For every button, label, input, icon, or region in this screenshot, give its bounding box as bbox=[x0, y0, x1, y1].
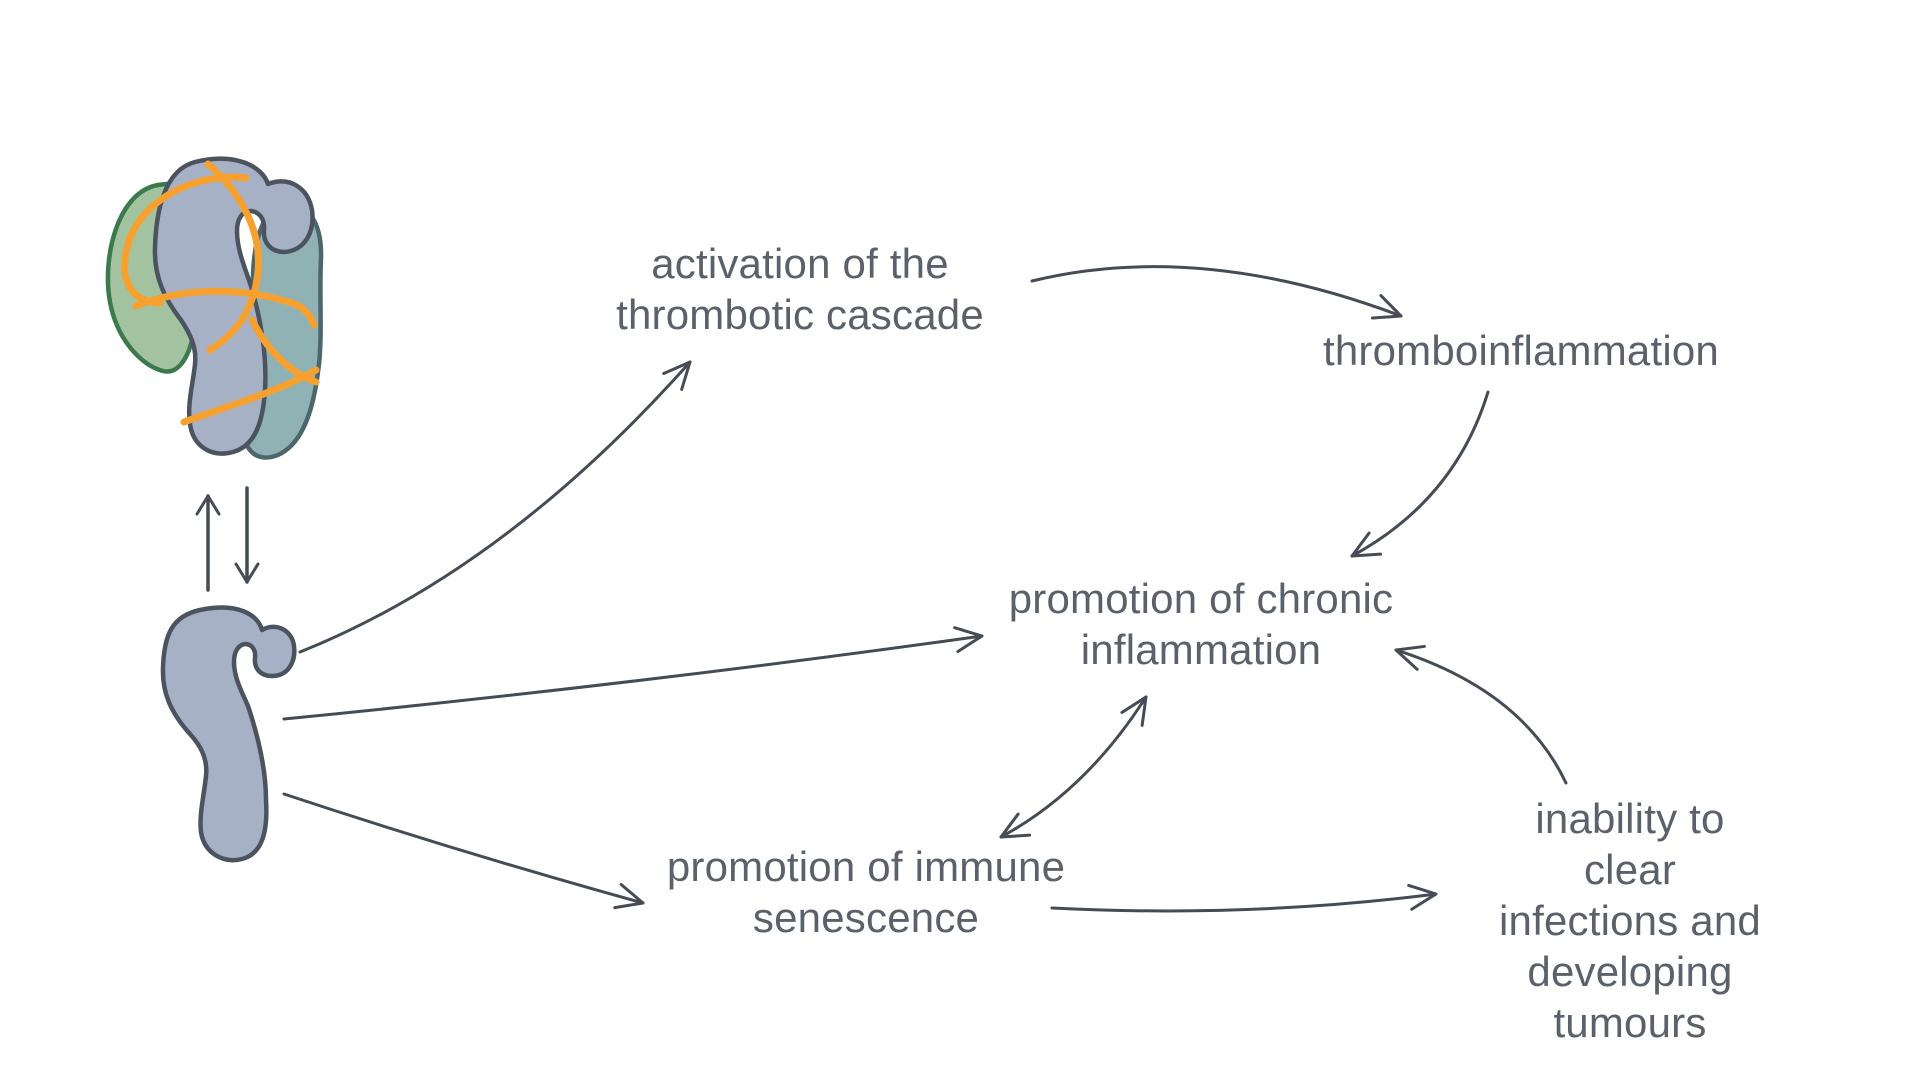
node-promotion-immune-senescence: promotion of immune senescence bbox=[666, 843, 1066, 941]
activated-cell-cluster-illustration bbox=[105, 156, 324, 460]
arrow-cell-to-chronic bbox=[282, 626, 984, 721]
net-strand-icon bbox=[204, 160, 262, 354]
node-promotion-chronic-inflammation: promotion of chronic inflammation bbox=[1008, 575, 1394, 673]
gray-cell-shape bbox=[152, 156, 315, 456]
arrow-cell-to-thrombotic-cascade bbox=[298, 360, 692, 654]
single-cell-shape bbox=[160, 605, 297, 863]
net-strands bbox=[121, 160, 320, 426]
net-strand-icon bbox=[248, 316, 320, 386]
arrow-senescence-chronic-bidirectional bbox=[999, 695, 1148, 839]
arrow-thromboinflammation-to-chronic bbox=[1350, 390, 1490, 558]
arrow-cascade-to-thromboinflammation bbox=[1030, 265, 1403, 320]
arrow-inability-to-chronic bbox=[1394, 644, 1568, 785]
node-thromboinflammation: thromboinflammation bbox=[1323, 327, 1719, 374]
arrow-senescence-to-inability bbox=[1050, 883, 1438, 913]
node-inability-to-clear: inability to clear infections and develo… bbox=[1499, 795, 1761, 1046]
node-activation-thrombotic-cascade: activation of the thrombotic cascade bbox=[616, 240, 984, 338]
net-strand-icon bbox=[132, 287, 318, 329]
arrow-cell-to-senescence bbox=[282, 792, 645, 910]
net-strand-icon bbox=[121, 173, 250, 307]
bidirectional-exchange-arrows bbox=[195, 486, 260, 592]
relationship-arrows bbox=[282, 265, 1568, 913]
